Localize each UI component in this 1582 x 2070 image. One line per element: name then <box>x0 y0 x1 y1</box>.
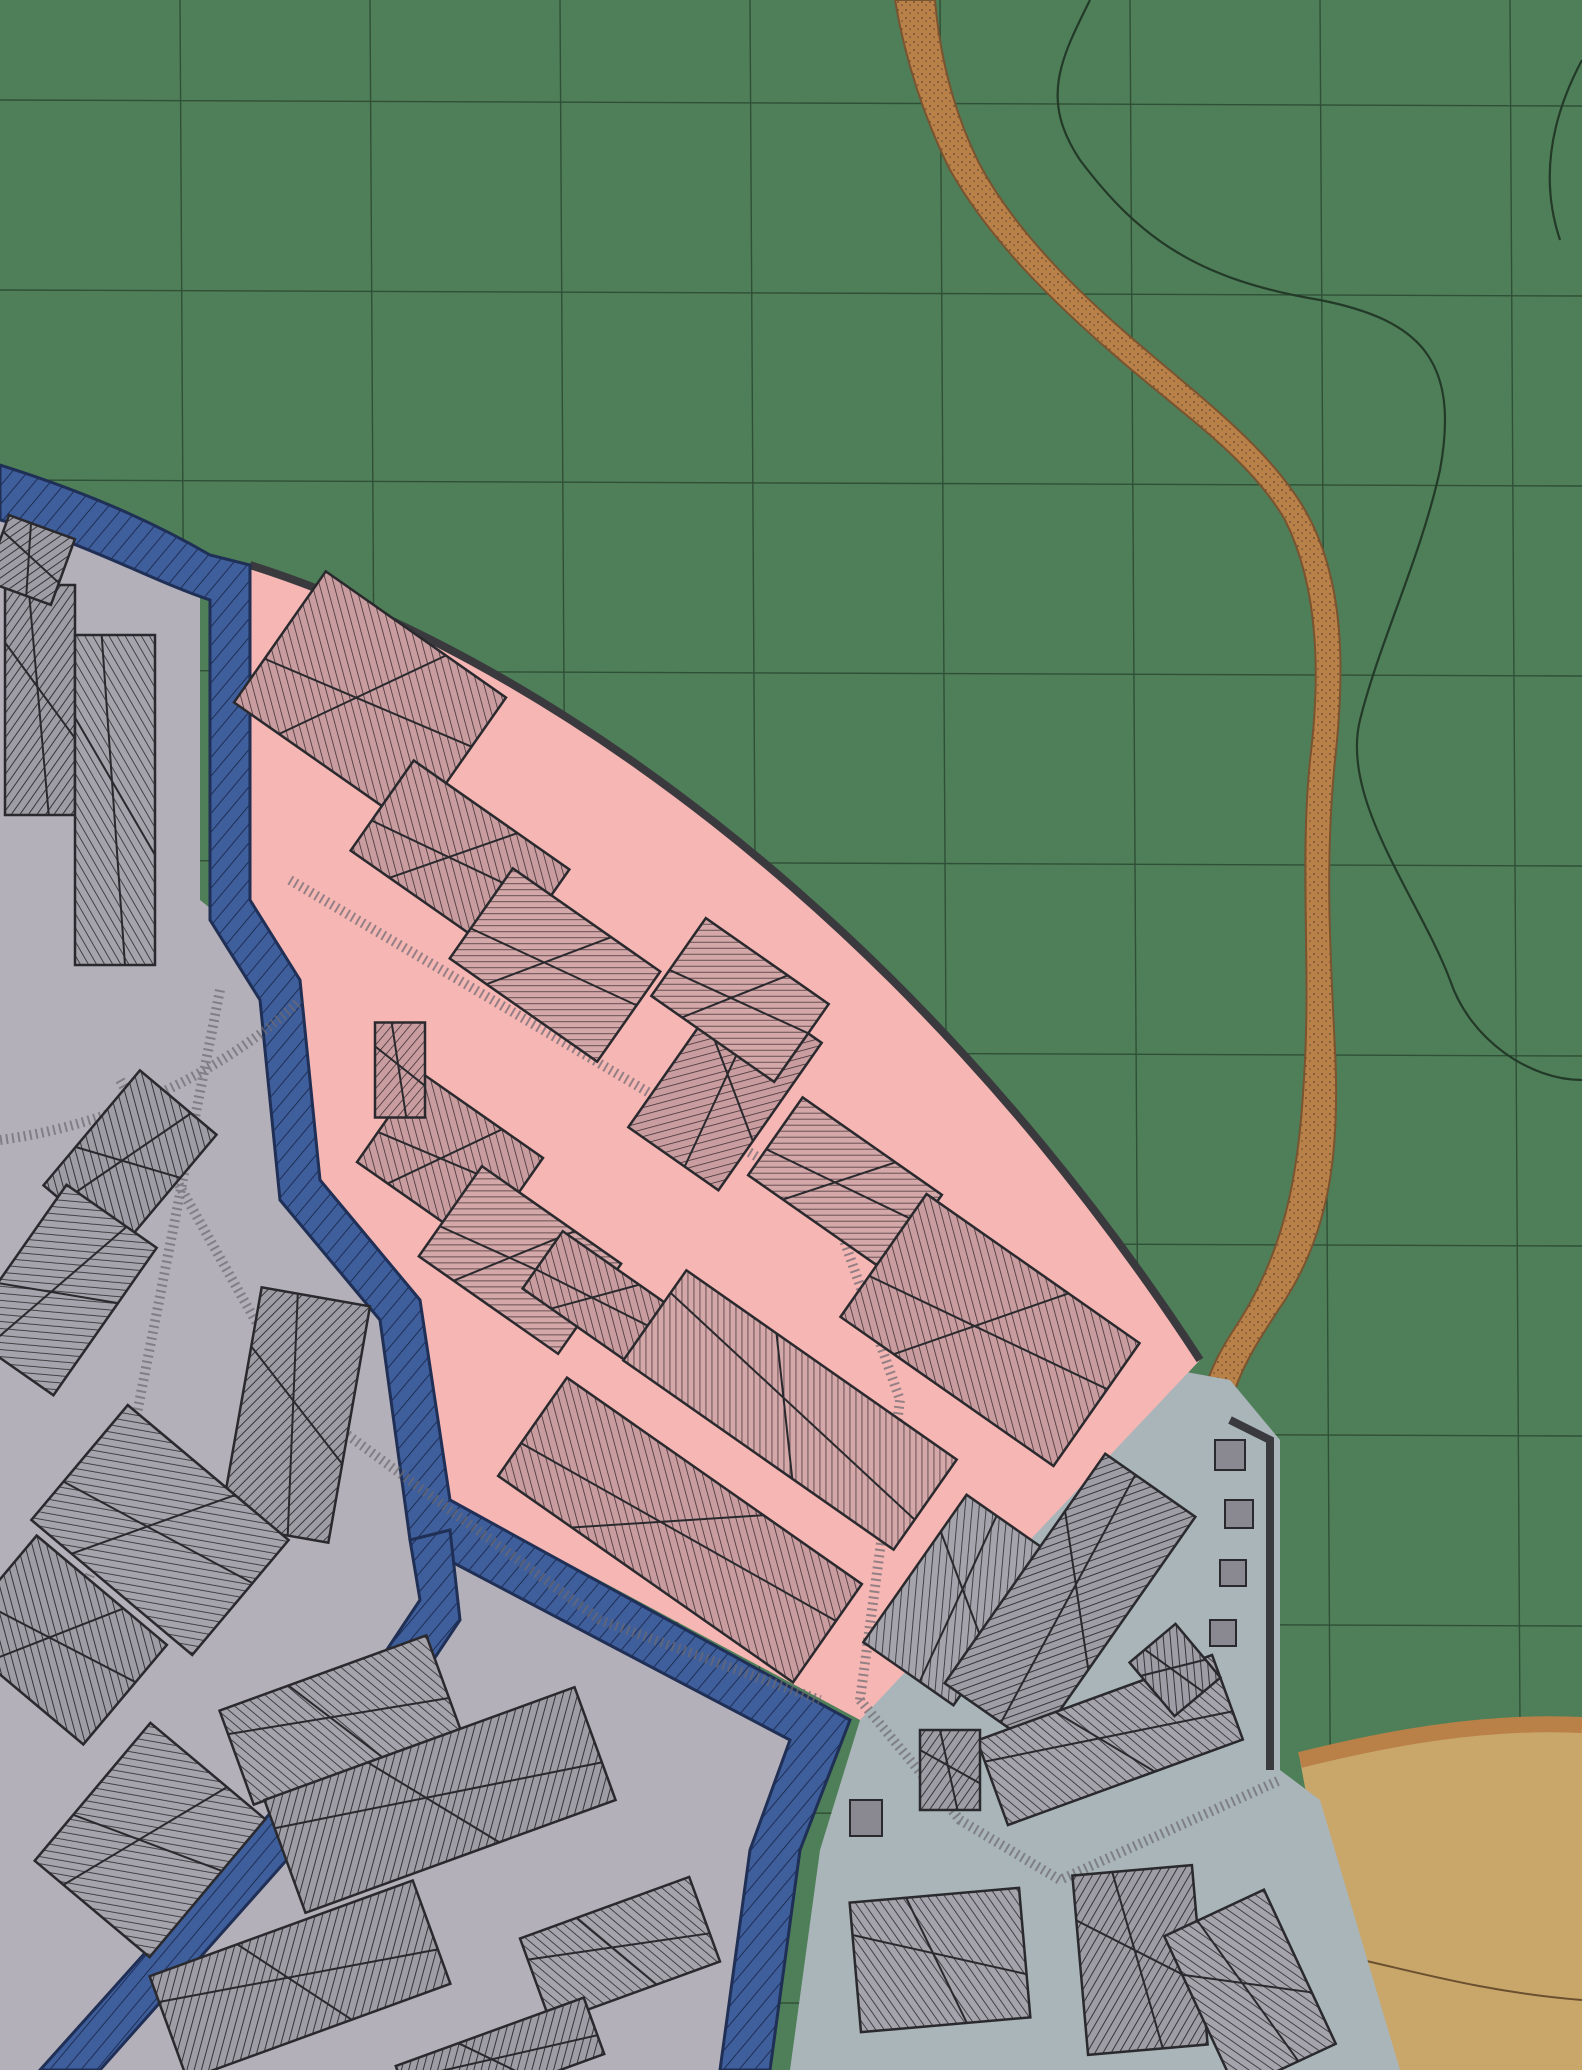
building-block <box>232 569 508 831</box>
building-block <box>262 1685 618 1915</box>
grid-line-horizontal <box>0 99 1582 107</box>
building-block <box>32 1721 268 1959</box>
building-block <box>3 583 77 817</box>
building-division-line <box>227 1684 450 1759</box>
building-division-line <box>4 584 76 816</box>
building-block <box>1162 1888 1338 2070</box>
building-block <box>942 1452 1198 1748</box>
building-division-line <box>984 1710 1233 1773</box>
grid-line-horizontal <box>0 479 1582 487</box>
building-block <box>394 1996 606 2070</box>
building-block <box>73 633 157 967</box>
outer-wall-right <box>1228 1416 1274 1770</box>
building-division-line <box>1140 1648 1206 1693</box>
building-division-line <box>62 1786 228 1886</box>
building-block <box>29 1403 291 1657</box>
building-division-line <box>527 1917 710 1986</box>
building-division-line <box>1182 1920 1312 2062</box>
building-block <box>373 1021 427 1119</box>
building-division-line <box>470 927 638 1007</box>
moat <box>0 463 852 2070</box>
building-division-line <box>62 1112 192 1203</box>
building-block <box>0 1182 159 1398</box>
building-division-line <box>765 1148 922 1225</box>
building-block <box>838 1192 1142 1468</box>
building-division-line <box>520 1442 837 1622</box>
building-block <box>0 513 77 607</box>
building-division-line <box>1000 1474 1137 1724</box>
building-division-line <box>852 1897 1027 2024</box>
building-block <box>848 1886 1032 2034</box>
building-division-line <box>868 1275 1108 1391</box>
building-division-line <box>2 523 60 596</box>
sand-edge <box>1298 1716 1582 1768</box>
building-blocks <box>0 513 1338 2070</box>
building-division-line <box>264 654 472 748</box>
building-block <box>621 1268 959 1552</box>
building-block <box>918 1728 982 1812</box>
building-block <box>649 916 831 1084</box>
building-division-line <box>669 969 809 1035</box>
building-block <box>148 1878 452 2070</box>
gray-district <box>0 500 850 2070</box>
building-block <box>518 1875 722 2025</box>
building-division-line <box>250 1293 344 1536</box>
building-division-line <box>74 634 156 966</box>
building-block <box>447 866 663 1064</box>
building-division-line <box>919 1729 981 1811</box>
building-division-line <box>0 1601 137 1684</box>
building-division-line <box>274 1761 603 1844</box>
building-block <box>496 1375 864 1685</box>
building-division-line <box>158 1943 439 2021</box>
building-division-line <box>63 1480 253 1585</box>
building-division-line <box>374 1022 426 1118</box>
grid-line-horizontal <box>0 289 1582 297</box>
building-division-line <box>535 1268 663 1334</box>
contour-lines <box>1056 0 1582 1082</box>
building-division-line <box>400 2034 598 2070</box>
building-division-line <box>0 1226 128 1349</box>
gate-markers <box>849 1439 1254 1837</box>
building-block <box>0 1533 169 1747</box>
building-division-line <box>669 1292 916 1521</box>
building-block <box>1127 1622 1223 1718</box>
